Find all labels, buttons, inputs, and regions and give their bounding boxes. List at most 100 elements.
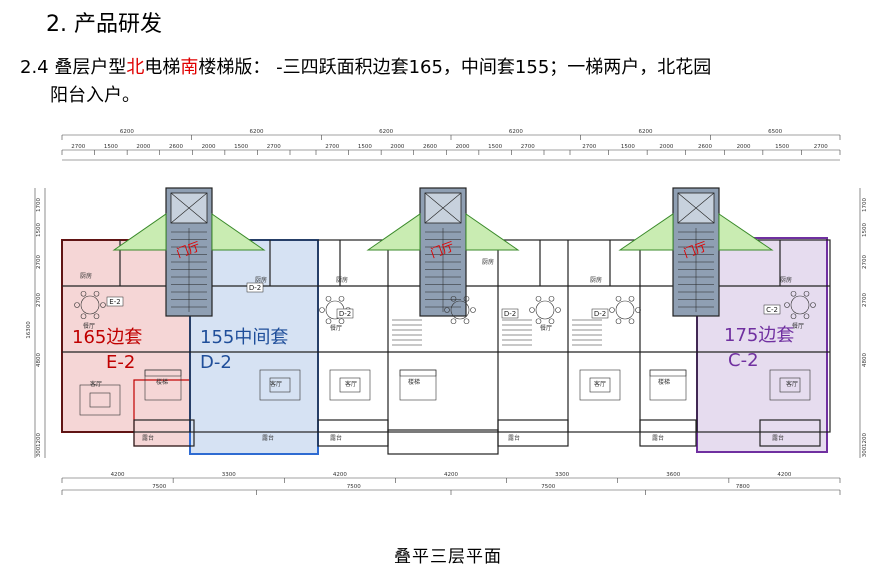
dining-table-5 (790, 295, 810, 315)
room-label-stair-17: 楼梯 (658, 378, 670, 386)
dining-chair-2-4 (450, 295, 457, 302)
top-dim-row2b-5: 1500 (488, 144, 502, 150)
room-label-living-14: 客厅 (786, 380, 798, 388)
dining-chair-1-5 (338, 295, 345, 302)
unit-tag-2: D-2 (339, 310, 351, 318)
room-label-living-13: 客厅 (594, 380, 606, 388)
bottom-dim-row1-3: 4200 (444, 472, 458, 478)
left-dim-0: 1700 (36, 198, 42, 212)
dining-table-0 (80, 295, 100, 315)
top-dim-row2b-3: 2600 (423, 144, 437, 150)
unit-d2-area: 155中间套 (200, 327, 288, 348)
bottom-dim-row1-1: 3300 (222, 472, 236, 478)
dining-chair-4-2 (615, 318, 622, 325)
top-dim-row1-3: 6200 (509, 129, 523, 135)
subtitle-south: 南 (180, 57, 199, 78)
top-dim-row2a-0: 2700 (71, 144, 85, 150)
dining-chair-3-1 (548, 318, 555, 325)
bed-head-0 (144, 369, 182, 377)
subtitle-prefix: 2.4 叠层户型 (20, 57, 127, 78)
top-dim-row2b-6: 2700 (521, 144, 535, 150)
top-dim-row2b-1: 1500 (358, 144, 372, 150)
bottom-dim-row1-4: 3300 (555, 472, 569, 478)
sofa-0 (79, 384, 121, 416)
dining-chair-2-2 (450, 318, 457, 325)
left-dim-5: 1200 (36, 433, 42, 447)
right-dim-0: 1700 (862, 198, 868, 212)
right-dim-2: 2700 (862, 255, 868, 269)
subtitle-north: 北 (126, 57, 145, 78)
top-dim-row2c-0: 2700 (582, 144, 596, 150)
dining-chair-0-5 (93, 290, 100, 297)
top-dim-row2b-2: 2000 (390, 144, 404, 150)
room-label-dining-7: 餐厅 (330, 324, 342, 332)
top-dim-row2a-4: 2000 (202, 144, 216, 150)
dining-table-2 (450, 300, 470, 320)
unit-e2-code: E-2 (106, 352, 135, 373)
dining-chair-5-2 (790, 313, 797, 320)
zone-e2-lower (133, 379, 193, 447)
dining-chair-1-3 (319, 307, 325, 313)
dining-chair-5-0 (810, 302, 816, 308)
top-dim-row2c-4: 2000 (737, 144, 751, 150)
room-label-dining-6: 餐厅 (83, 322, 95, 330)
unit-d2-code: D-2 (200, 352, 232, 373)
dining-chair-4-3 (609, 307, 615, 313)
bottom-dim-row1-2: 4200 (333, 472, 347, 478)
dining-chair-2-3 (444, 307, 450, 313)
bottom-dim-row1-5: 3600 (666, 472, 680, 478)
subtitle-mid: 电梯 (144, 57, 181, 78)
top-dim-row2c-2: 2000 (659, 144, 673, 150)
bed-head-1 (399, 369, 437, 377)
room-label-balcony-23: 露台 (772, 434, 784, 442)
unit-tag-box-4 (591, 308, 609, 319)
unit-tag-box-0 (106, 296, 124, 307)
room-label-dining-9: 餐厅 (792, 322, 804, 330)
dining-chair-5-1 (803, 313, 810, 320)
room-label-kitchen-5: 厨房 (780, 276, 792, 284)
top-dim-row2c-6: 2700 (814, 144, 828, 150)
room-label-kitchen-1: 厨房 (255, 276, 267, 284)
top-dim-row2a-3: 2600 (169, 144, 183, 150)
coffee-table-3 (589, 377, 611, 393)
dining-chair-1-4 (325, 295, 332, 302)
top-dim-row1-2: 6200 (379, 129, 393, 135)
unit-c2-area: 175边套 (724, 325, 794, 346)
room-label-balcony-19: 露台 (262, 434, 274, 442)
unit-tag-box-3 (501, 308, 519, 319)
top-dim-row1-5: 6500 (768, 129, 782, 135)
top-dim-row2b-4: 2000 (456, 144, 470, 150)
bottom-dim-row1-0: 4200 (111, 472, 125, 478)
left-dim-4: 4800 (36, 353, 42, 367)
left-dim-3: 2700 (36, 293, 42, 307)
sofa-1 (259, 369, 301, 401)
unit-tag-4: D-2 (594, 310, 606, 318)
bottom-dim-row2-1: 7500 (347, 484, 361, 490)
dining-chair-3-3 (529, 307, 535, 313)
dining-chair-3-2 (535, 318, 542, 325)
dining-chair-4-5 (628, 295, 635, 302)
right-dim-3: 2700 (862, 293, 868, 307)
dining-chair-2-5 (463, 295, 470, 302)
dining-chair-5-5 (803, 290, 810, 297)
unit-c2-code: C-2 (728, 350, 759, 371)
room-label-dining-8: 餐厅 (540, 324, 552, 332)
room-label-balcony-18: 露台 (142, 434, 154, 442)
dining-chair-0-0 (100, 302, 106, 308)
right-dim-4: 4800 (862, 353, 868, 367)
top-dim-row2a-5: 1500 (234, 144, 248, 150)
dining-chair-3-5 (548, 295, 555, 302)
sofa-3 (579, 369, 621, 401)
dining-chair-3-4 (535, 295, 542, 302)
coffee-table-4 (779, 377, 801, 393)
dining-chair-5-3 (784, 302, 790, 308)
dining-chair-4-1 (628, 318, 635, 325)
top-dim-row1-4: 6200 (639, 129, 653, 135)
furniture (74, 290, 816, 416)
room-labels: 厨房厨房厨房厨房厨房厨房餐厅餐厅餐厅餐厅客厅客厅客厅客厅客厅楼梯楼梯楼梯露台露台… (80, 258, 804, 442)
subtitle: 2.4 叠层户型北电梯南楼梯版： -三四跃面积边套165，中间套155；一梯两户… (20, 54, 880, 110)
unit-tag-box-5 (763, 304, 781, 315)
bottom-dim-row2-3: 7800 (736, 484, 750, 490)
dining-chair-4-0 (635, 307, 641, 313)
